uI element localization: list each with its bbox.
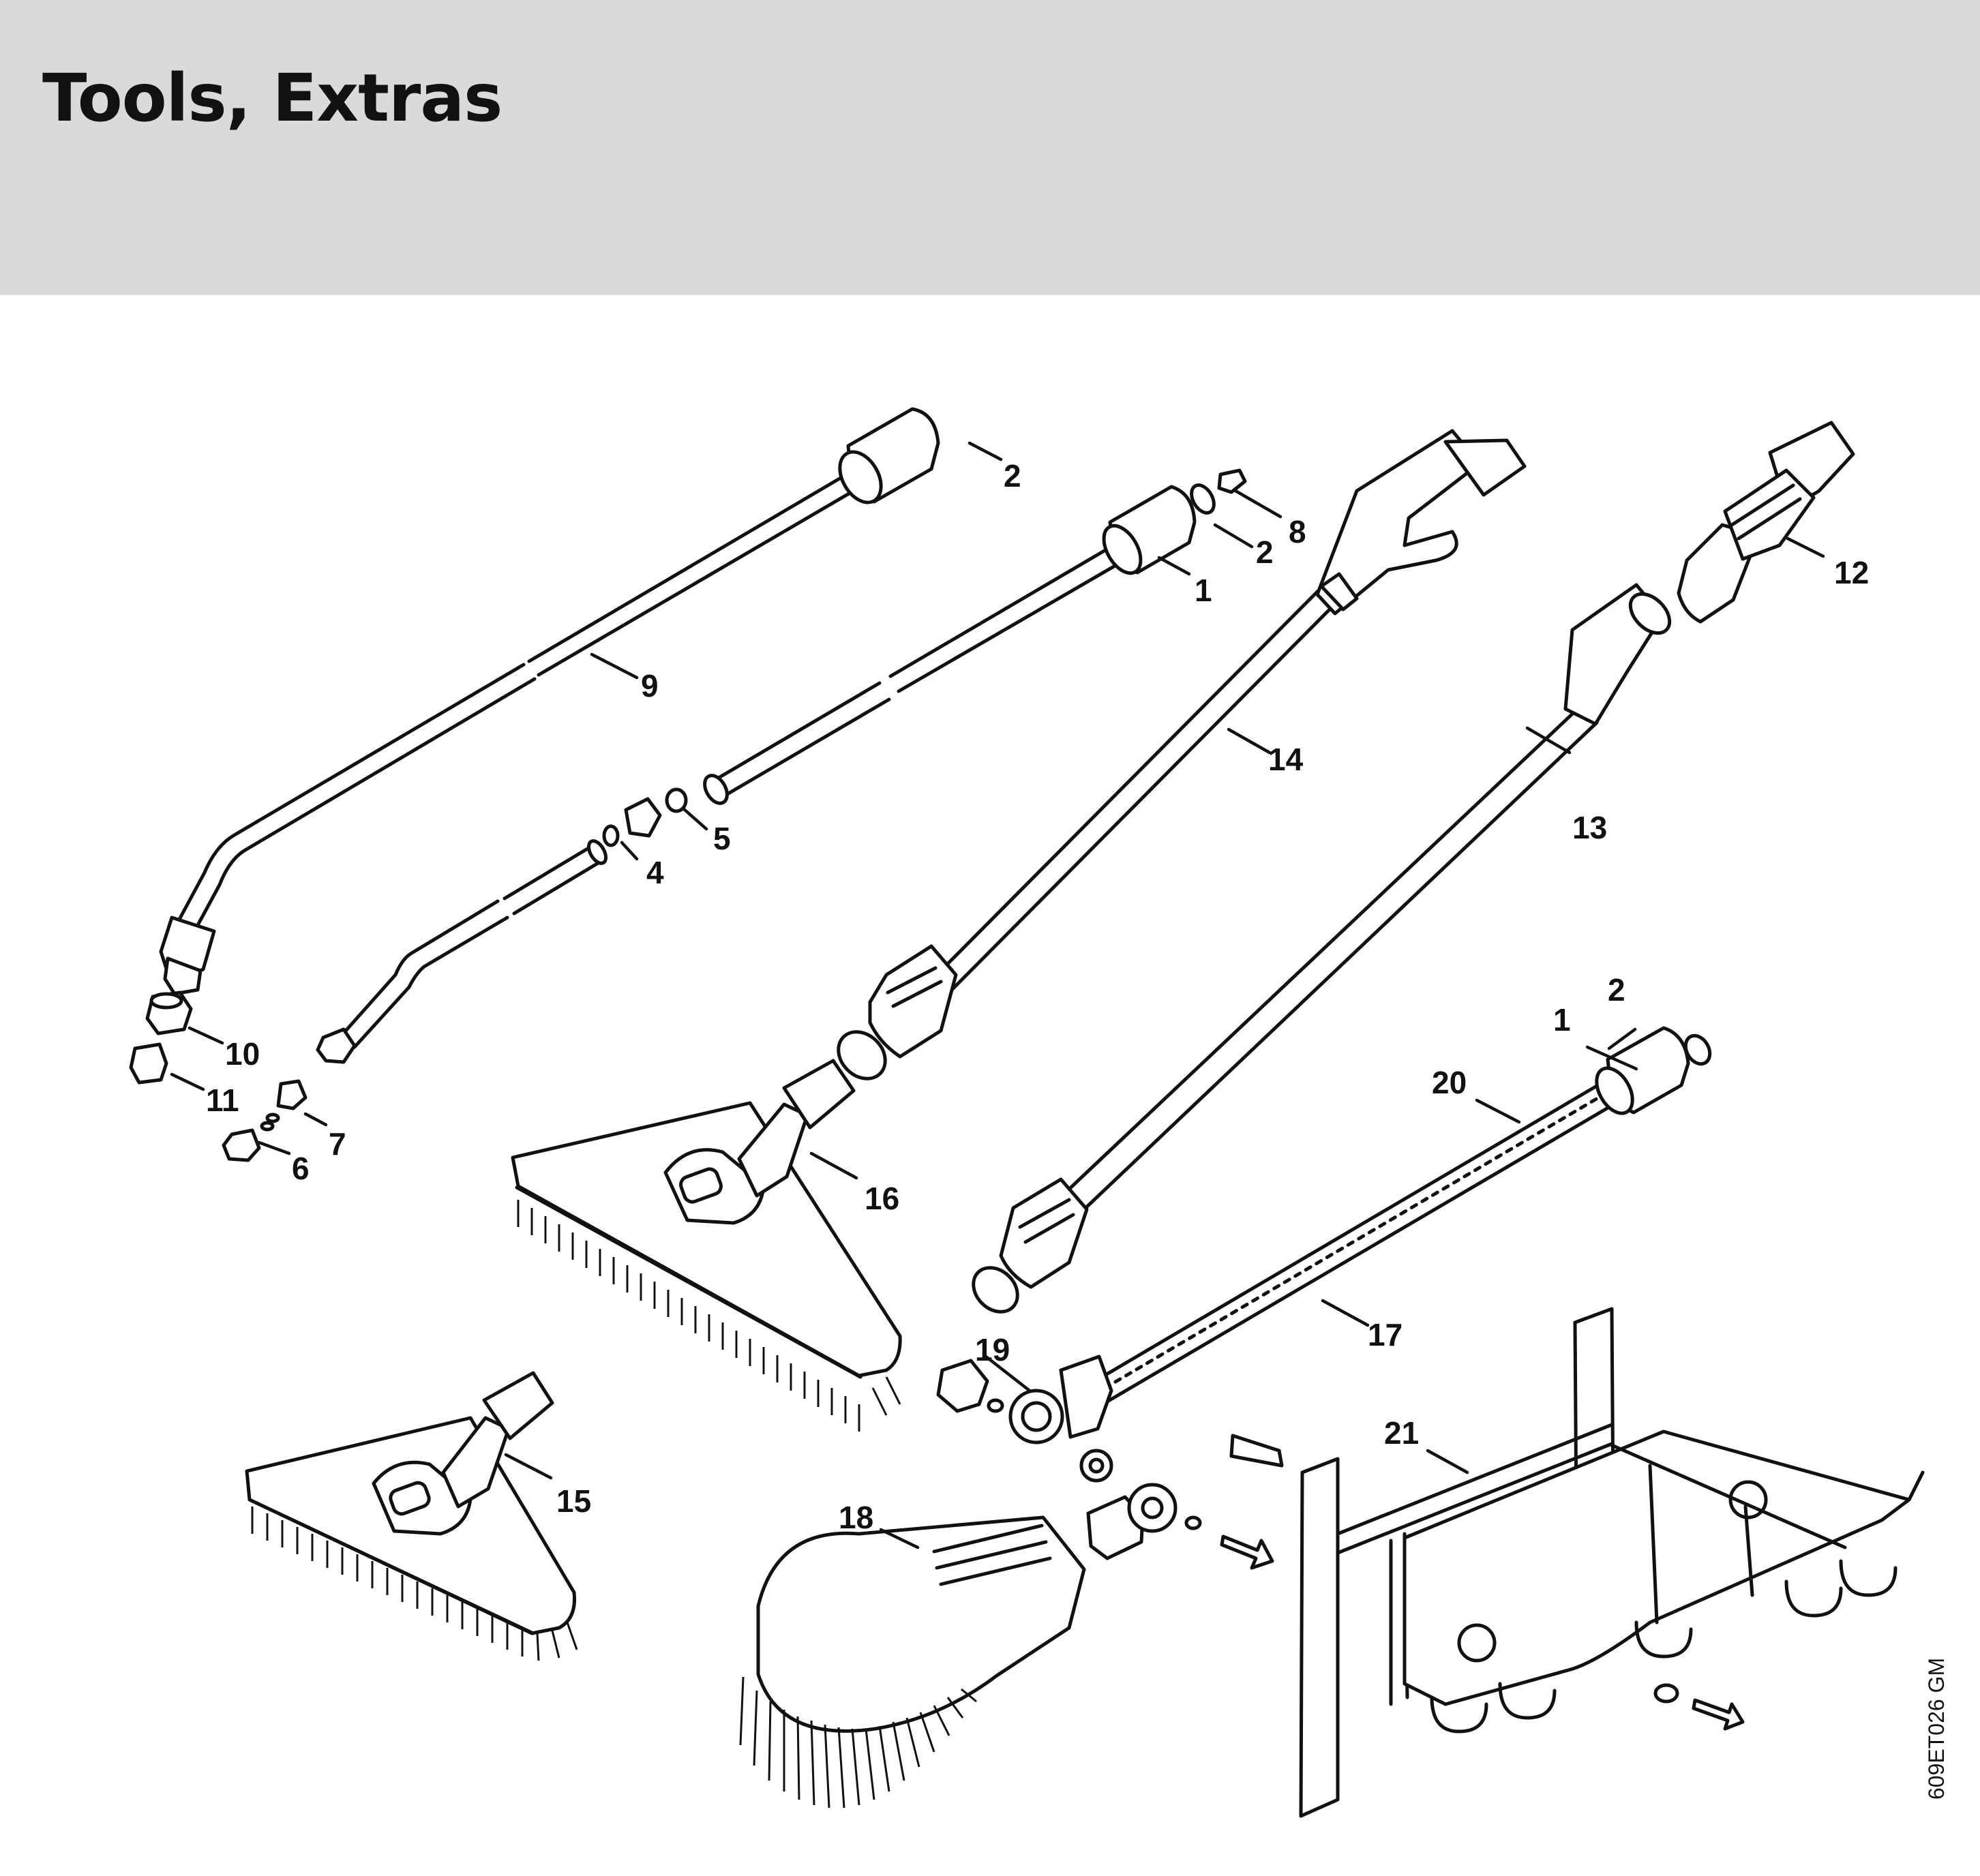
part-13-lance xyxy=(972,583,1672,1314)
parts-10-11-6-7 xyxy=(129,990,308,1162)
callout-1-mid: 1 xyxy=(1195,573,1212,608)
callout-16: 16 xyxy=(865,1181,899,1216)
callout-leaders xyxy=(170,441,1825,1549)
part-16-brush xyxy=(511,1059,902,1432)
part-17-20-brush-lance xyxy=(936,1026,1712,1483)
part-1-lance-short xyxy=(703,468,1247,805)
callout-1-bottom: 1 xyxy=(1553,1002,1571,1038)
callout-14: 14 xyxy=(1268,742,1304,777)
callout-19: 19 xyxy=(975,1332,1010,1367)
part-14-lance xyxy=(837,429,1527,1080)
callout-2-bottom: 2 xyxy=(1608,972,1625,1008)
callout-13: 13 xyxy=(1572,810,1607,845)
callout-15: 15 xyxy=(556,1483,591,1519)
part-12-connector xyxy=(1677,421,1855,624)
callout-5: 5 xyxy=(713,821,731,856)
callout-8: 8 xyxy=(1289,514,1306,549)
callout-10: 10 xyxy=(225,1036,260,1072)
callout-7: 7 xyxy=(329,1126,346,1162)
callout-9: 9 xyxy=(641,668,659,704)
callout-labels: 2 8 2 1 9 5 4 12 13 14 2 1 20 17 19 16 1… xyxy=(206,458,1869,1535)
part-21-wall-holder xyxy=(1299,1307,1925,1818)
header-band: Tools, Extras xyxy=(0,0,1980,295)
page-title: Tools, Extras xyxy=(42,60,502,136)
hardware-screws xyxy=(1220,1434,1745,1731)
callout-17: 17 xyxy=(1368,1317,1402,1352)
callout-2-top: 2 xyxy=(1004,458,1021,494)
part-18-round-brush xyxy=(739,1483,1202,1809)
figure-code: 609ET026 GM xyxy=(1924,1657,1949,1800)
callout-11: 11 xyxy=(206,1083,239,1118)
callout-2-mid: 2 xyxy=(1256,534,1274,570)
callout-18: 18 xyxy=(839,1500,873,1535)
callout-6: 6 xyxy=(292,1151,310,1186)
callout-20: 20 xyxy=(1432,1065,1467,1100)
callout-12: 12 xyxy=(1834,555,1869,590)
part-15-brush xyxy=(245,1371,578,1661)
callout-4: 4 xyxy=(646,855,664,890)
part-9-lance xyxy=(159,407,940,996)
callout-21: 21 xyxy=(1384,1415,1419,1451)
part-4-5-nozzle-lance xyxy=(316,787,688,1064)
